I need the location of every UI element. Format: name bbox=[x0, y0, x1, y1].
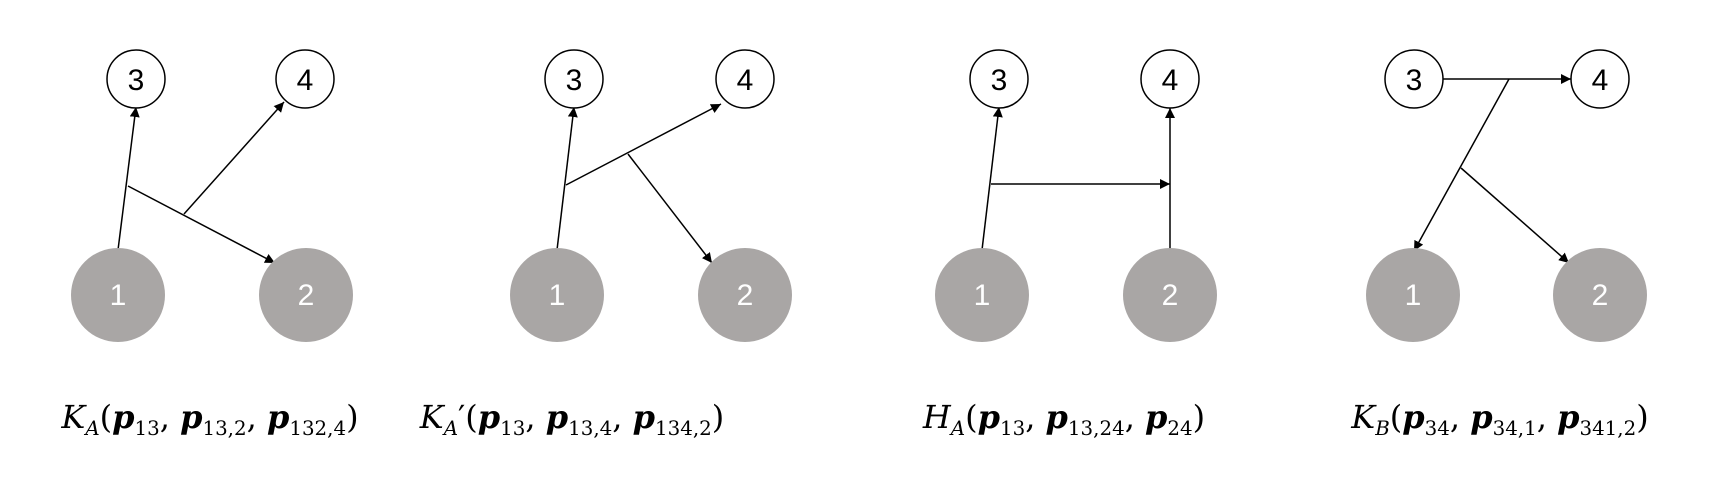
node-label-1: 1 bbox=[110, 279, 127, 312]
caption-comma: , bbox=[1025, 398, 1036, 436]
node-label-2: 2 bbox=[1592, 279, 1609, 312]
caption-open-paren: ( bbox=[99, 398, 113, 436]
edge-1-to-3 bbox=[117, 106, 140, 251]
edge-13-to-2 bbox=[127, 185, 276, 264]
caption-symbol-sub: B bbox=[1375, 416, 1390, 440]
caption-arg-symbol: p bbox=[977, 398, 1000, 436]
edge-341-to-2 bbox=[1460, 167, 1570, 264]
edge-134-to-2 bbox=[627, 153, 713, 264]
caption-comma: , bbox=[1124, 398, 1135, 436]
caption-arg-sub: 134,2 bbox=[654, 416, 712, 440]
node-label-4: 4 bbox=[1592, 64, 1609, 97]
node-label-2: 2 bbox=[298, 279, 315, 312]
edge-1-to-3 bbox=[981, 106, 1003, 251]
agent-node-1 bbox=[935, 248, 1029, 342]
caption-kb: KB(p34, p34,1, p341,2) bbox=[1290, 398, 1710, 440]
node-label-3: 3 bbox=[128, 64, 145, 97]
caption-arg-sub: 13,2 bbox=[202, 416, 247, 440]
caption-ka-prime: KA′(p13, p13,4, p134,2) bbox=[362, 398, 782, 440]
caption-arg-symbol: p bbox=[545, 398, 569, 436]
caption-arg-symbol: p bbox=[1145, 398, 1168, 436]
node-label-3: 3 bbox=[1406, 64, 1423, 97]
caption-symbol: K bbox=[419, 398, 444, 436]
agent-node-1 bbox=[71, 248, 165, 342]
agent-node-2 bbox=[259, 248, 353, 342]
node-label-3: 3 bbox=[566, 64, 583, 97]
caption-comma: , bbox=[1536, 398, 1547, 436]
edge-34-to-1 bbox=[1413, 78, 1510, 252]
agent-node-1 bbox=[510, 248, 604, 342]
caption-arg-symbol: p bbox=[1470, 398, 1493, 436]
caption-close-paren: ) bbox=[1192, 398, 1206, 436]
agent-node-2 bbox=[698, 248, 792, 342]
caption-arg-symbol: p bbox=[266, 398, 290, 436]
node-label-2: 2 bbox=[1162, 279, 1179, 312]
caption-arg-sub: 341,2 bbox=[1579, 416, 1637, 440]
caption-close-paren: ) bbox=[711, 398, 725, 436]
edge-132-to-4 bbox=[183, 101, 285, 215]
caption-open-paren: ( bbox=[1389, 398, 1403, 436]
target-node-4 bbox=[275, 49, 335, 109]
node-label-1: 1 bbox=[1405, 279, 1422, 312]
caption-close-paren: ) bbox=[1636, 398, 1649, 436]
target-node-3 bbox=[106, 49, 166, 109]
target-node-3 bbox=[1384, 49, 1444, 109]
caption-comma: , bbox=[246, 398, 257, 436]
caption-arg-symbol: p bbox=[1402, 398, 1425, 436]
target-node-4 bbox=[715, 49, 775, 109]
panel-ka: 1 2 3 4 bbox=[71, 49, 353, 342]
caption-arg-symbol: p bbox=[112, 398, 135, 436]
caption-arg-sub: 34,1 bbox=[1492, 416, 1537, 440]
caption-close-paren: ) bbox=[346, 398, 359, 436]
node-label-3: 3 bbox=[991, 64, 1008, 97]
node-label-4: 4 bbox=[297, 64, 314, 97]
caption-arg-symbol: p bbox=[180, 398, 203, 436]
panel-kb: 1 2 3 4 bbox=[1366, 49, 1647, 342]
caption-arg-sub: 13 bbox=[134, 416, 160, 440]
caption-arg-sub: 34 bbox=[1424, 416, 1450, 440]
agent-node-2 bbox=[1553, 248, 1647, 342]
edge-1-to-3 bbox=[556, 106, 578, 251]
caption-comma: , bbox=[612, 398, 623, 436]
caption-arg-sub: 13,4 bbox=[568, 416, 613, 440]
target-node-3 bbox=[544, 49, 604, 109]
caption-arg-sub: 132,4 bbox=[289, 416, 347, 440]
node-label-4: 4 bbox=[1162, 64, 1179, 97]
caption-open-paren: ( bbox=[965, 398, 978, 436]
agent-node-2 bbox=[1123, 248, 1217, 342]
node-label-4: 4 bbox=[737, 64, 754, 97]
caption-arg-sub: 24 bbox=[1167, 416, 1193, 440]
caption-symbol-sub: A bbox=[950, 416, 966, 440]
caption-arg-symbol: p bbox=[1557, 398, 1580, 436]
caption-arg-symbol: p bbox=[477, 398, 501, 436]
caption-arg-sub: 13,24 bbox=[1067, 416, 1125, 440]
caption-arg-sub: 13 bbox=[999, 416, 1026, 440]
caption-symbol: K bbox=[61, 398, 86, 436]
caption-comma: , bbox=[1449, 398, 1461, 436]
node-label-1: 1 bbox=[974, 279, 991, 312]
caption-comma: , bbox=[525, 398, 536, 436]
agent-node-1 bbox=[1366, 248, 1460, 342]
node-label-1: 1 bbox=[549, 279, 566, 312]
node-label-2: 2 bbox=[737, 279, 754, 312]
caption-ha: HA(p13, p13,24, p24) bbox=[854, 398, 1274, 440]
caption-comma: , bbox=[159, 398, 170, 436]
target-node-3 bbox=[969, 49, 1029, 109]
caption-prime: ′ bbox=[458, 398, 466, 436]
caption-ka: KA(p13, p13,2, p132,4) bbox=[0, 398, 420, 440]
target-node-4 bbox=[1140, 49, 1200, 109]
caption-symbol-sub: A bbox=[85, 416, 100, 440]
caption-arg-symbol: p bbox=[1045, 398, 1068, 436]
caption-open-paren: ( bbox=[465, 398, 478, 436]
panel-ka-prime: 1 2 3 4 bbox=[510, 49, 792, 342]
caption-symbol-sub: A bbox=[443, 416, 459, 440]
caption-arg-sub: 13 bbox=[500, 416, 526, 440]
edge-13-to-4 bbox=[565, 103, 722, 186]
caption-arg-symbol: p bbox=[632, 398, 655, 436]
caption-symbol: H bbox=[922, 398, 951, 436]
target-node-4 bbox=[1570, 49, 1630, 109]
caption-symbol: K bbox=[1351, 398, 1376, 436]
panel-ha: 1 2 3 4 bbox=[935, 49, 1217, 342]
